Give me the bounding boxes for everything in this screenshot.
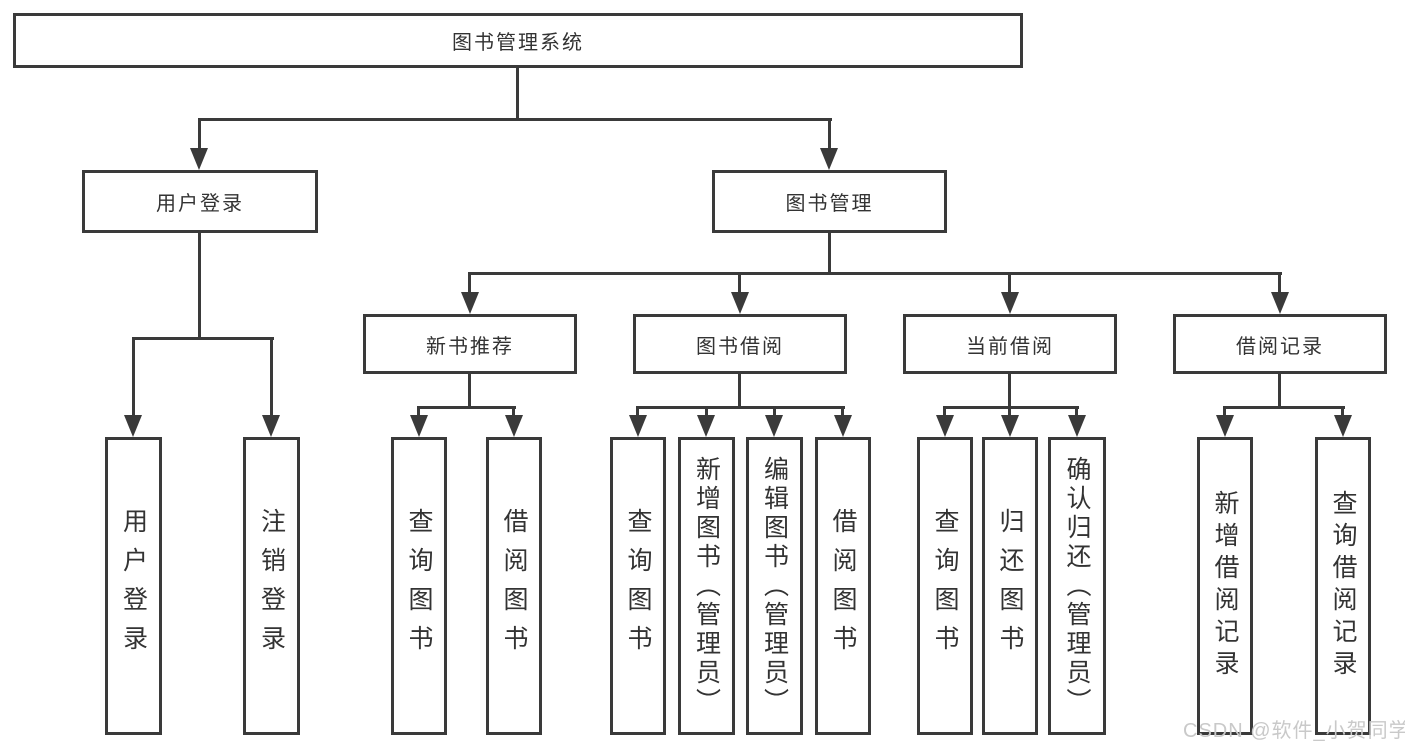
leaf-query-books-borrowing: 查询图书 bbox=[610, 437, 666, 735]
csdn-watermark: CSDN @软件_小贺同学 bbox=[1183, 720, 1405, 742]
arrow-down-icon bbox=[1334, 415, 1352, 437]
connector-drop bbox=[1075, 406, 1078, 417]
connector-drop-book-mgmt bbox=[828, 118, 831, 152]
connector-records-rail bbox=[1223, 406, 1345, 409]
leaf-borrow-books-borrowing: 借阅图书 bbox=[815, 437, 871, 735]
leaf-return-book: 归还图书 bbox=[982, 437, 1038, 735]
connector-drop bbox=[512, 406, 515, 417]
arrow-down-icon bbox=[262, 415, 280, 437]
node-new-book-recommend: 新书推荐 bbox=[363, 314, 577, 374]
connector-book-stem bbox=[828, 233, 831, 274]
arrow-down-icon bbox=[1271, 292, 1289, 314]
connector-drop-user-login bbox=[198, 118, 201, 152]
arrow-down-icon bbox=[731, 292, 749, 314]
leaf-query-books-recommend: 查询图书 bbox=[391, 437, 447, 735]
connector-drop-leaf-logout bbox=[270, 337, 273, 417]
leaf-edit-book-admin: 编辑图书（管理员） bbox=[746, 437, 803, 735]
arrow-down-icon bbox=[190, 148, 208, 170]
connector-root-stem bbox=[516, 66, 519, 118]
node-book-management: 图书管理 bbox=[712, 170, 947, 233]
leaf-add-borrow-record: 新增借阅记录 bbox=[1197, 437, 1253, 735]
node-borrowing-records: 借阅记录 bbox=[1173, 314, 1387, 374]
connector-drop-borrowing bbox=[738, 272, 741, 294]
arrow-down-icon bbox=[461, 292, 479, 314]
connector-drop bbox=[636, 406, 639, 417]
leaf-query-borrow-record: 查询借阅记录 bbox=[1315, 437, 1371, 735]
arrow-down-icon bbox=[820, 148, 838, 170]
node-user-login: 用户登录 bbox=[82, 170, 318, 233]
arrow-down-icon bbox=[1001, 292, 1019, 314]
leaf-borrow-books-recommend: 借阅图书 bbox=[486, 437, 542, 735]
node-current-borrowing: 当前借阅 bbox=[903, 314, 1117, 374]
connector-drop-leaf-user-login bbox=[132, 337, 135, 417]
connector-level2-rail bbox=[198, 118, 832, 121]
connector-recommend-stem bbox=[468, 374, 471, 409]
connector-drop-recommend bbox=[468, 272, 471, 294]
arrow-down-icon bbox=[1001, 415, 1019, 437]
leaf-add-book-admin: 新增图书（管理员） bbox=[678, 437, 735, 735]
arrow-down-icon bbox=[1068, 415, 1086, 437]
connector-borrowing-stem bbox=[738, 374, 741, 409]
connector-records-stem bbox=[1278, 374, 1281, 409]
connector-drop-records bbox=[1278, 272, 1281, 294]
connector-level3-rail bbox=[468, 272, 1282, 275]
connector-user-rail bbox=[132, 337, 274, 340]
connector-drop bbox=[705, 406, 708, 417]
connector-drop-current bbox=[1008, 272, 1011, 294]
connector-drop bbox=[1341, 406, 1344, 417]
arrow-down-icon bbox=[765, 415, 783, 437]
leaf-confirm-return-admin: 确认归还（管理员） bbox=[1048, 437, 1106, 735]
connector-drop bbox=[1223, 406, 1226, 417]
connector-current-rail bbox=[943, 406, 1079, 409]
connector-user-stem bbox=[198, 233, 201, 337]
connector-drop bbox=[773, 406, 776, 417]
connector-drop bbox=[943, 406, 946, 417]
leaf-logout: 注销登录 bbox=[243, 437, 300, 735]
arrow-down-icon bbox=[1216, 415, 1234, 437]
connector-borrowing-rail bbox=[636, 406, 845, 409]
arrow-down-icon bbox=[505, 415, 523, 437]
connector-drop bbox=[417, 406, 420, 417]
arrow-down-icon bbox=[124, 415, 142, 437]
connector-drop bbox=[1008, 406, 1011, 417]
leaf-user-login: 用户登录 bbox=[105, 437, 162, 735]
arrow-down-icon bbox=[834, 415, 852, 437]
arrow-down-icon bbox=[697, 415, 715, 437]
connector-recommend-rail bbox=[417, 406, 516, 409]
connector-current-stem bbox=[1008, 374, 1011, 409]
node-book-borrowing: 图书借阅 bbox=[633, 314, 847, 374]
leaf-query-books-current: 查询图书 bbox=[917, 437, 973, 735]
connector-drop bbox=[841, 406, 844, 417]
arrow-down-icon bbox=[410, 415, 428, 437]
arrow-down-icon bbox=[936, 415, 954, 437]
node-root: 图书管理系统 bbox=[13, 13, 1023, 68]
arrow-down-icon bbox=[629, 415, 647, 437]
